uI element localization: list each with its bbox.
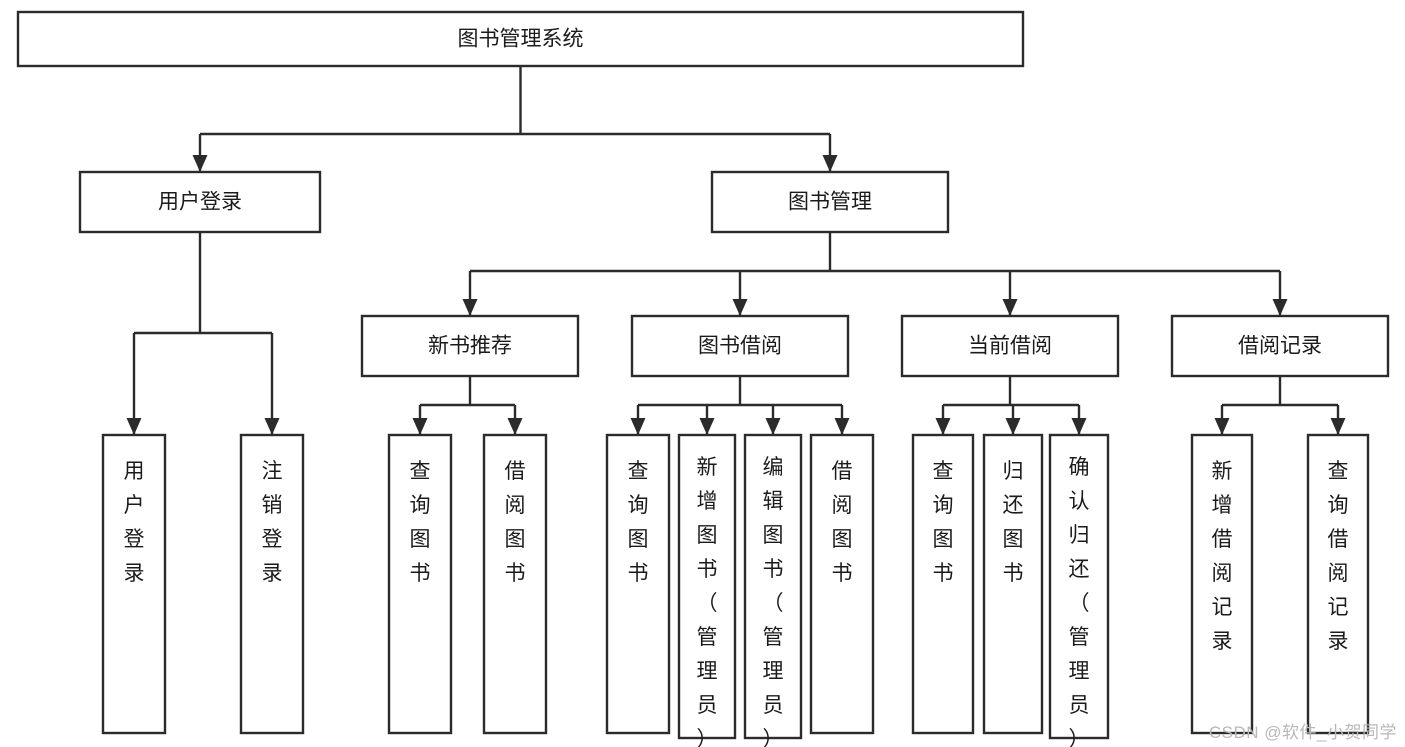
node-book-borrow-box	[630, 314, 850, 378]
node-leaf-logout[interactable]: 注销登录	[239, 433, 305, 735]
node-leaf-user-login-label: 用户登录	[124, 460, 145, 585]
node-leaf-borrow-book-box	[809, 433, 875, 735]
node-leaf-edit-book-admin-box	[743, 433, 803, 740]
arrow-head-icon	[935, 418, 951, 435]
node-leaf-query-book-recommend[interactable]: 查询图书	[387, 433, 453, 735]
arrow-head-icon	[1071, 418, 1087, 435]
node-leaf-add-borrow-record-label: 新增借阅记录	[1212, 460, 1233, 653]
conn-borrow-to-leaves	[630, 376, 850, 435]
arrow-head-icon	[822, 155, 838, 172]
connector-layer	[126, 66, 1346, 435]
arrow-head-icon	[630, 418, 646, 435]
node-root[interactable]: 图书管理系统	[16, 10, 1025, 68]
node-leaf-borrow-book-label: 借阅图书	[832, 460, 853, 585]
node-leaf-confirm-return-admin[interactable]: 确认归还（管理员）	[1048, 433, 1110, 747]
conn-recommend-to-leaves	[412, 376, 523, 435]
conn-root-to-level2	[192, 66, 838, 172]
arrow-head-icon	[126, 418, 142, 435]
node-leaf-query-book-borrow-box	[605, 433, 671, 735]
node-leaf-query-book-current[interactable]: 查询图书	[911, 433, 975, 735]
arrow-head-icon	[192, 155, 208, 172]
node-user-login-box	[78, 170, 322, 234]
node-leaf-query-borrow-record[interactable]: 查询借阅记录	[1306, 433, 1370, 735]
node-book-management[interactable]: 图书管理	[710, 170, 950, 234]
node-leaf-borrow-book-recommend-label: 借阅图书	[505, 460, 526, 585]
node-leaf-query-book-borrow[interactable]: 查询图书	[605, 433, 671, 735]
node-leaf-query-book-current-label: 查询图书	[933, 460, 954, 585]
node-leaf-query-borrow-record-box	[1306, 433, 1370, 735]
node-user-login[interactable]: 用户登录	[78, 170, 322, 234]
node-root-label: 图书管理系统	[458, 28, 584, 51]
arrow-head-icon	[1005, 418, 1021, 435]
node-leaf-borrow-book[interactable]: 借阅图书	[809, 433, 875, 735]
node-current-borrow-box	[900, 314, 1120, 378]
node-root-box	[16, 10, 1025, 68]
node-leaf-confirm-return-admin-label: 确认归还（管理员）	[1069, 456, 1090, 747]
node-leaf-add-book-admin[interactable]: 新增图书（管理员）	[677, 433, 737, 747]
node-leaf-confirm-return-admin-box	[1048, 433, 1110, 740]
node-borrow-records-box	[1170, 314, 1390, 378]
node-current-borrow[interactable]: 当前借阅	[900, 314, 1120, 378]
node-book-management-label: 图书管理	[788, 191, 872, 214]
arrow-head-icon	[507, 418, 523, 435]
node-leaf-query-book-recommend-label: 查询图书	[410, 460, 431, 585]
arrow-head-icon	[732, 299, 748, 316]
node-borrow-records[interactable]: 借阅记录	[1170, 314, 1390, 378]
node-leaf-borrow-book-recommend-box	[482, 433, 548, 735]
node-borrow-records-label: 借阅记录	[1238, 335, 1322, 358]
node-leaf-add-borrow-record[interactable]: 新增借阅记录	[1190, 433, 1254, 735]
node-leaf-query-book-current-box	[911, 433, 975, 735]
node-leaf-add-borrow-record-box	[1190, 433, 1254, 735]
arrow-head-icon	[1002, 299, 1018, 316]
arrow-head-icon	[1272, 299, 1288, 316]
conn-bookmgmt-to-level3	[462, 232, 1288, 316]
node-leaf-add-book-admin-box	[677, 433, 737, 740]
arrow-head-icon	[1330, 418, 1346, 435]
arrow-head-icon	[264, 418, 280, 435]
arrow-head-icon	[462, 299, 478, 316]
node-leaf-add-book-admin-label: 新增图书（管理员）	[697, 456, 718, 747]
node-leaf-query-book-borrow-label: 查询图书	[628, 460, 649, 585]
node-leaf-logout-label: 注销登录	[262, 460, 283, 585]
node-leaf-edit-book-admin-label: 编辑图书（管理员）	[763, 456, 784, 747]
node-leaf-borrow-book-recommend[interactable]: 借阅图书	[482, 433, 548, 735]
arrow-head-icon	[834, 418, 850, 435]
node-leaf-edit-book-admin[interactable]: 编辑图书（管理员）	[743, 433, 803, 747]
conn-current-to-leaves	[935, 376, 1087, 435]
conn-userlogin-to-leaves	[126, 232, 280, 435]
node-leaf-return-book[interactable]: 归还图书	[982, 433, 1044, 735]
node-user-login-label: 用户登录	[158, 191, 242, 214]
arrow-head-icon	[1214, 418, 1230, 435]
node-new-book-recommend[interactable]: 新书推荐	[360, 314, 580, 378]
node-current-borrow-label: 当前借阅	[968, 335, 1052, 358]
node-new-book-recommend-box	[360, 314, 580, 378]
node-leaf-user-login-box	[101, 433, 167, 735]
node-leaf-user-login[interactable]: 用户登录	[101, 433, 167, 735]
node-new-book-recommend-label: 新书推荐	[428, 335, 512, 358]
node-book-management-box	[710, 170, 950, 234]
node-book-borrow-label: 图书借阅	[698, 335, 782, 358]
node-leaf-logout-box	[239, 433, 305, 735]
node-book-borrow[interactable]: 图书借阅	[630, 314, 850, 378]
arrow-head-icon	[699, 418, 715, 435]
arrow-head-icon	[412, 418, 428, 435]
node-leaf-query-book-recommend-box	[387, 433, 453, 735]
node-leaf-return-book-label: 归还图书	[1003, 460, 1024, 585]
node-leaf-query-borrow-record-label: 查询借阅记录	[1328, 460, 1349, 653]
arrow-head-icon	[765, 418, 781, 435]
node-layer: 图书管理系统用户登录图书管理新书推荐图书借阅当前借阅借阅记录用户登录注销登录查询…	[16, 10, 1390, 747]
node-leaf-return-book-box	[982, 433, 1044, 735]
conn-records-to-leaves	[1214, 376, 1346, 435]
